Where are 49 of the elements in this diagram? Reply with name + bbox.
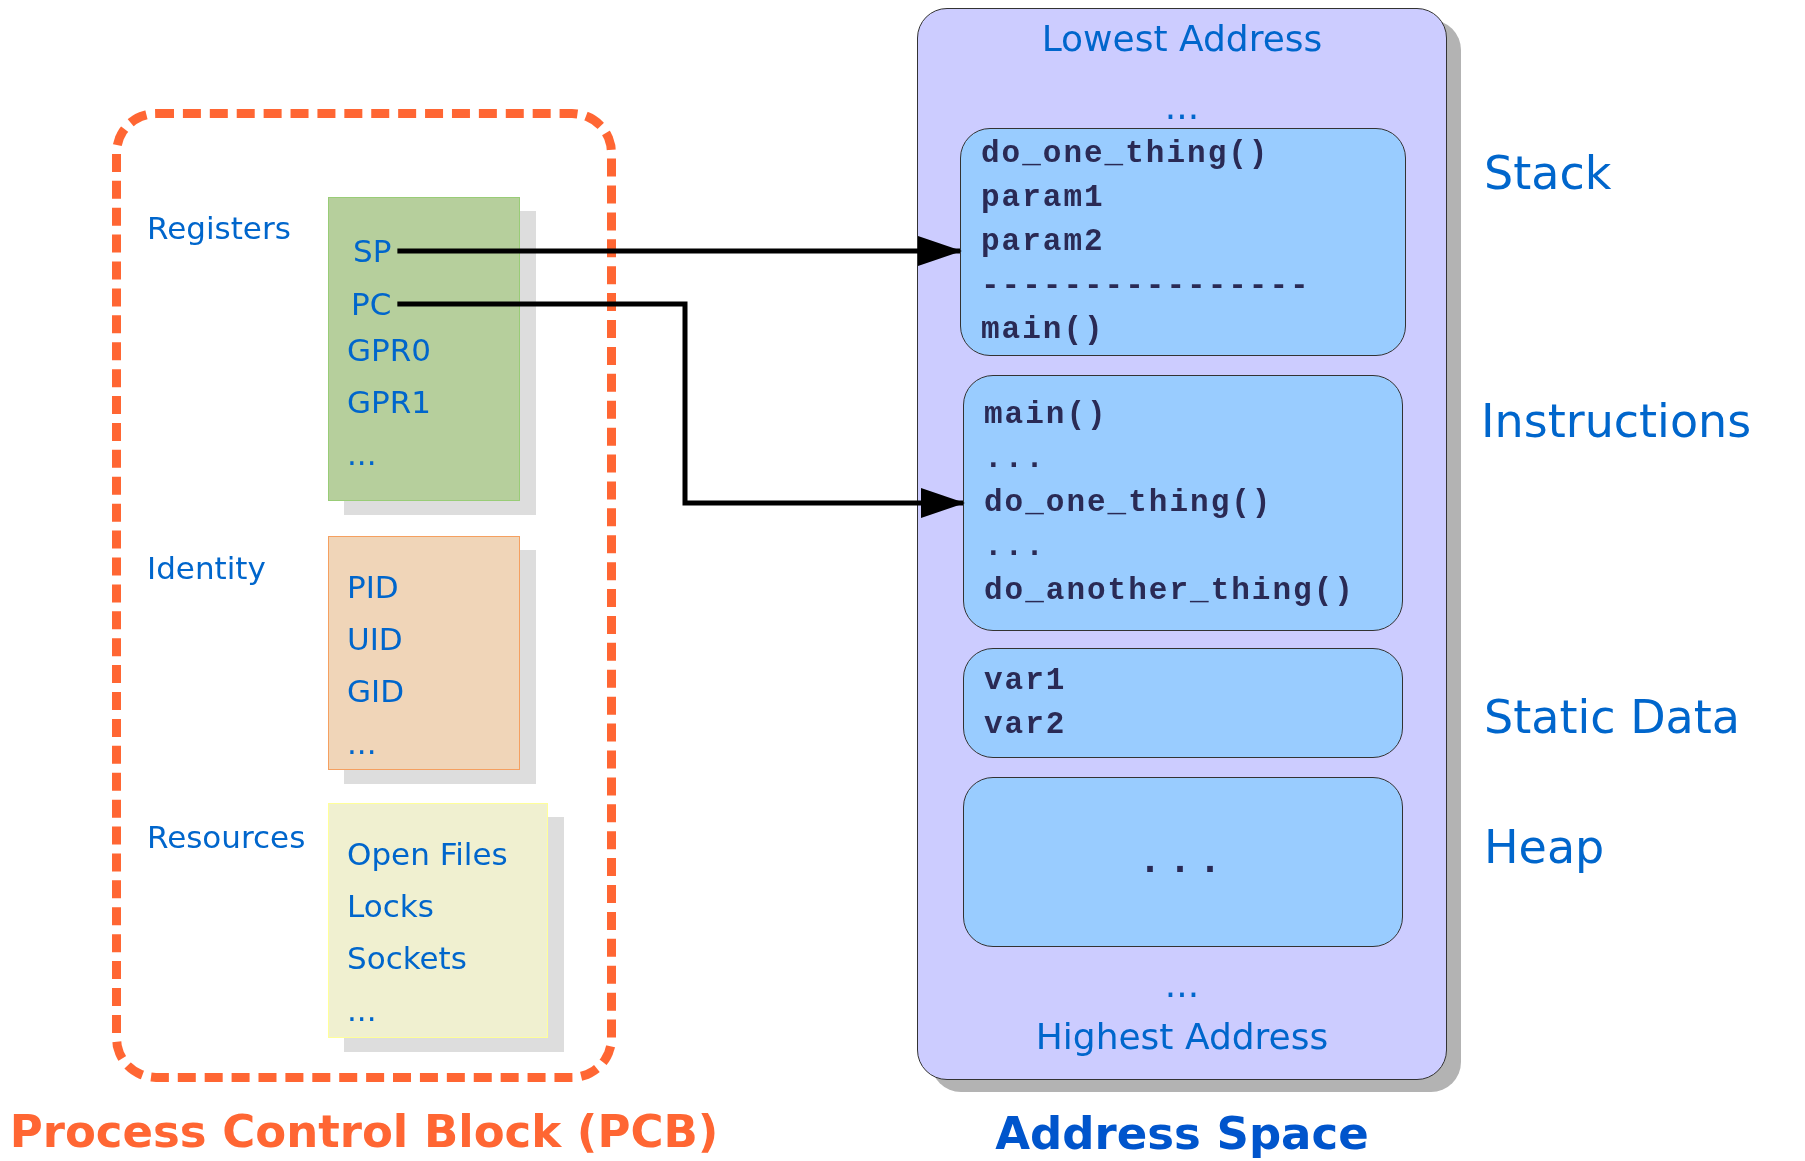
code-line: main()	[981, 311, 1106, 349]
arrow	[397, 236, 962, 266]
code-line: ...	[1138, 838, 1228, 886]
field-name: Locks	[347, 887, 435, 926]
address-label: ...	[1163, 85, 1201, 129]
section-label: Identity	[147, 549, 266, 588]
code-line: ...	[984, 440, 1047, 478]
field-name: GPR1	[347, 383, 432, 422]
dashed-panel	[112, 109, 616, 1082]
memory-segment-box	[960, 128, 1406, 356]
code-line: ...	[984, 528, 1047, 566]
register-name: SP	[353, 225, 392, 277]
field-name: ...	[347, 435, 378, 474]
address-label: Highest Address	[1034, 1015, 1330, 1059]
code-line: do_one_thing()	[984, 484, 1274, 522]
code-line: do_another_thing()	[984, 572, 1356, 610]
section-label: Instructions	[1481, 393, 1752, 450]
panel-title: Process Control Block (PCB)	[9, 1104, 719, 1160]
code-line: var1	[984, 662, 1068, 700]
memory-segment-box	[963, 777, 1403, 947]
code-line: param1	[981, 179, 1106, 217]
field-name: ...	[347, 991, 378, 1030]
code-line: var2	[984, 706, 1068, 744]
panel-title: Address Space	[995, 1106, 1369, 1161]
arrow	[397, 301, 965, 518]
field-list-box	[328, 197, 520, 501]
field-name: PID	[347, 568, 400, 607]
field-list-box	[328, 536, 520, 770]
memory-segment-box	[963, 648, 1403, 758]
field-list-box	[328, 803, 548, 1038]
section-label: Static Data	[1484, 689, 1740, 746]
field-name: ...	[347, 724, 378, 763]
code-line: main()	[984, 396, 1109, 434]
memory-segment-box	[963, 375, 1403, 631]
section-label: Resources	[147, 818, 306, 857]
address-label: Lowest Address	[1040, 17, 1324, 61]
address-label: ...	[1163, 963, 1201, 1007]
field-name: GPR0	[347, 331, 432, 370]
code-line: do_one_thing()	[981, 135, 1271, 173]
field-name: Sockets	[347, 939, 468, 978]
section-label: Registers	[147, 209, 291, 248]
field-name: UID	[347, 620, 404, 659]
field-name: GID	[347, 672, 406, 711]
code-line: param2	[981, 223, 1106, 261]
register-name: PC	[351, 278, 392, 330]
section-label: Heap	[1484, 819, 1605, 876]
code-line: ----------------	[981, 267, 1312, 305]
section-label: Stack	[1484, 145, 1612, 202]
field-name: Open Files	[347, 835, 509, 874]
